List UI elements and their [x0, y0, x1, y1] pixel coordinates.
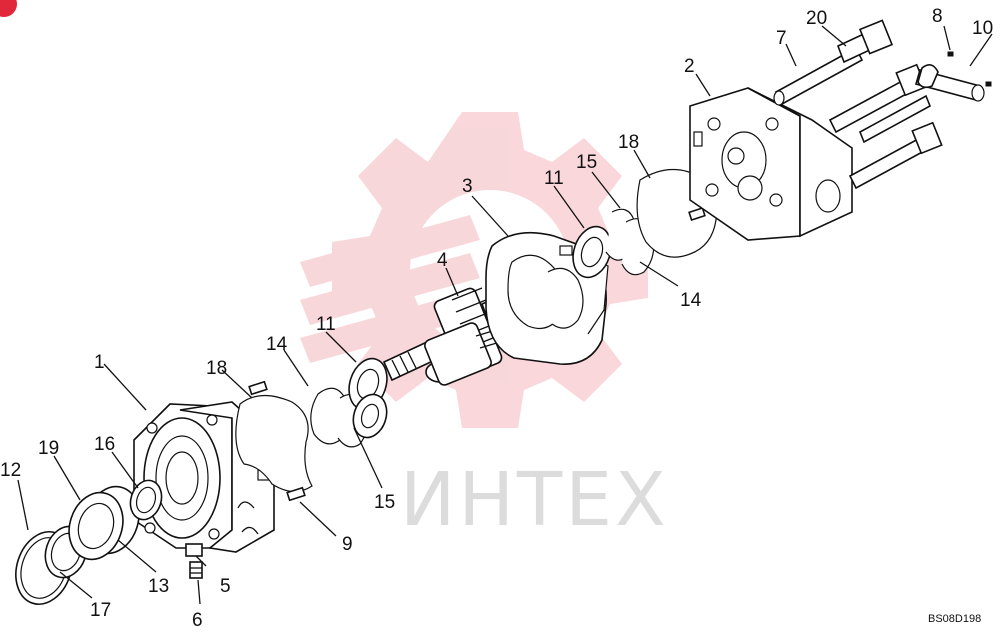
label-part-8: 8 — [932, 6, 943, 27]
label-part-18-front: 18 — [206, 358, 227, 379]
label-part-14-rear: 14 — [680, 290, 702, 311]
part-front-gasket — [235, 380, 313, 502]
part-front-seal-group — [310, 357, 388, 448]
label-part-16: 16 — [94, 434, 115, 455]
part-rear-cover — [689, 87, 853, 241]
label-part-7: 7 — [776, 28, 787, 49]
label-part-5: 5 — [220, 576, 231, 597]
corner-badge-icon — [0, 0, 17, 17]
label-part-3: 3 — [462, 176, 473, 197]
label-part-18-rear: 18 — [618, 132, 639, 153]
part-front-housing — [133, 401, 275, 553]
drawing-code: BS08D198 — [928, 613, 981, 625]
watermark-text: ИНТЕХ — [400, 457, 669, 543]
part-fitting — [185, 543, 203, 579]
label-part-20: 20 — [806, 8, 827, 29]
leader-lines — [17, 25, 993, 605]
label-part-11-front: 11 — [316, 314, 336, 335]
label-part-19: 19 — [38, 438, 59, 459]
part-bolts — [773, 19, 992, 190]
part-seal-stack — [15, 479, 163, 605]
label-part-4: 4 — [437, 250, 448, 271]
label-part-15-rear: 15 — [576, 152, 597, 173]
part-rear-seal-group — [572, 168, 718, 279]
label-part-13: 13 — [148, 576, 169, 597]
label-part-14-front: 14 — [266, 334, 288, 355]
label-part-15-front: 15 — [374, 492, 395, 513]
label-part-10: 10 — [972, 18, 993, 39]
label-part-9: 9 — [342, 534, 353, 555]
label-part-17: 17 — [90, 600, 111, 621]
label-part-11-rear: 11 — [544, 168, 564, 189]
label-part-1: 1 — [94, 352, 105, 373]
label-part-12: 12 — [0, 460, 21, 481]
label-part-6: 6 — [192, 610, 203, 631]
part-labels: 1 2 3 4 5 6 7 8 9 10 11 11 12 13 14 14 1… — [0, 6, 993, 631]
label-part-2: 2 — [684, 56, 695, 77]
